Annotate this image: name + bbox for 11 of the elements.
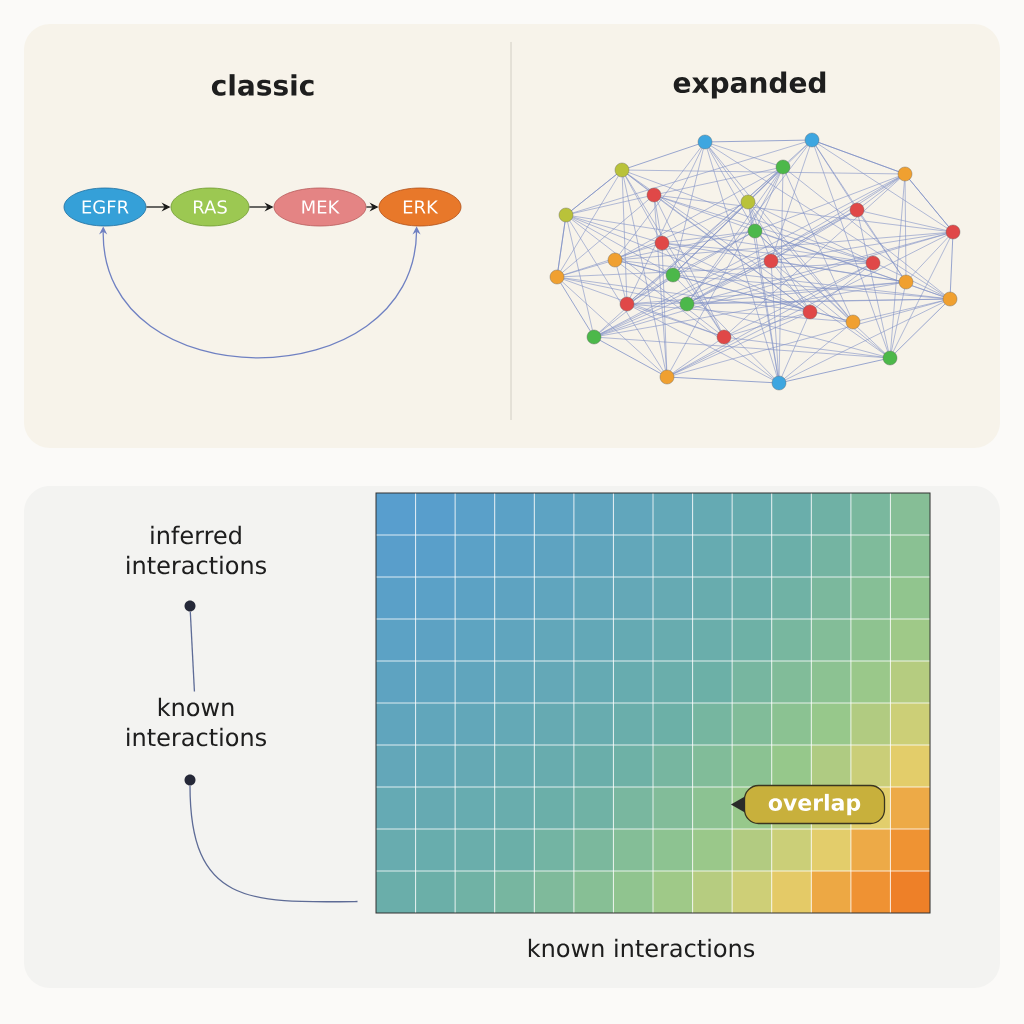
oval-node: EGFR — [63, 187, 147, 227]
heatmap — [375, 492, 931, 914]
oval-node: MEK — [273, 187, 367, 227]
panel-title: expanded — [673, 71, 826, 99]
axis-label: inferred interactions — [127, 525, 266, 575]
oval-node: ERK — [378, 187, 462, 227]
oval-node: RAS — [170, 187, 250, 227]
axis-label: known interactions — [528, 938, 755, 958]
callout-label: overlap — [730, 784, 886, 825]
panel-title: classic — [211, 74, 314, 96]
axis-label: known interactions — [127, 697, 266, 747]
